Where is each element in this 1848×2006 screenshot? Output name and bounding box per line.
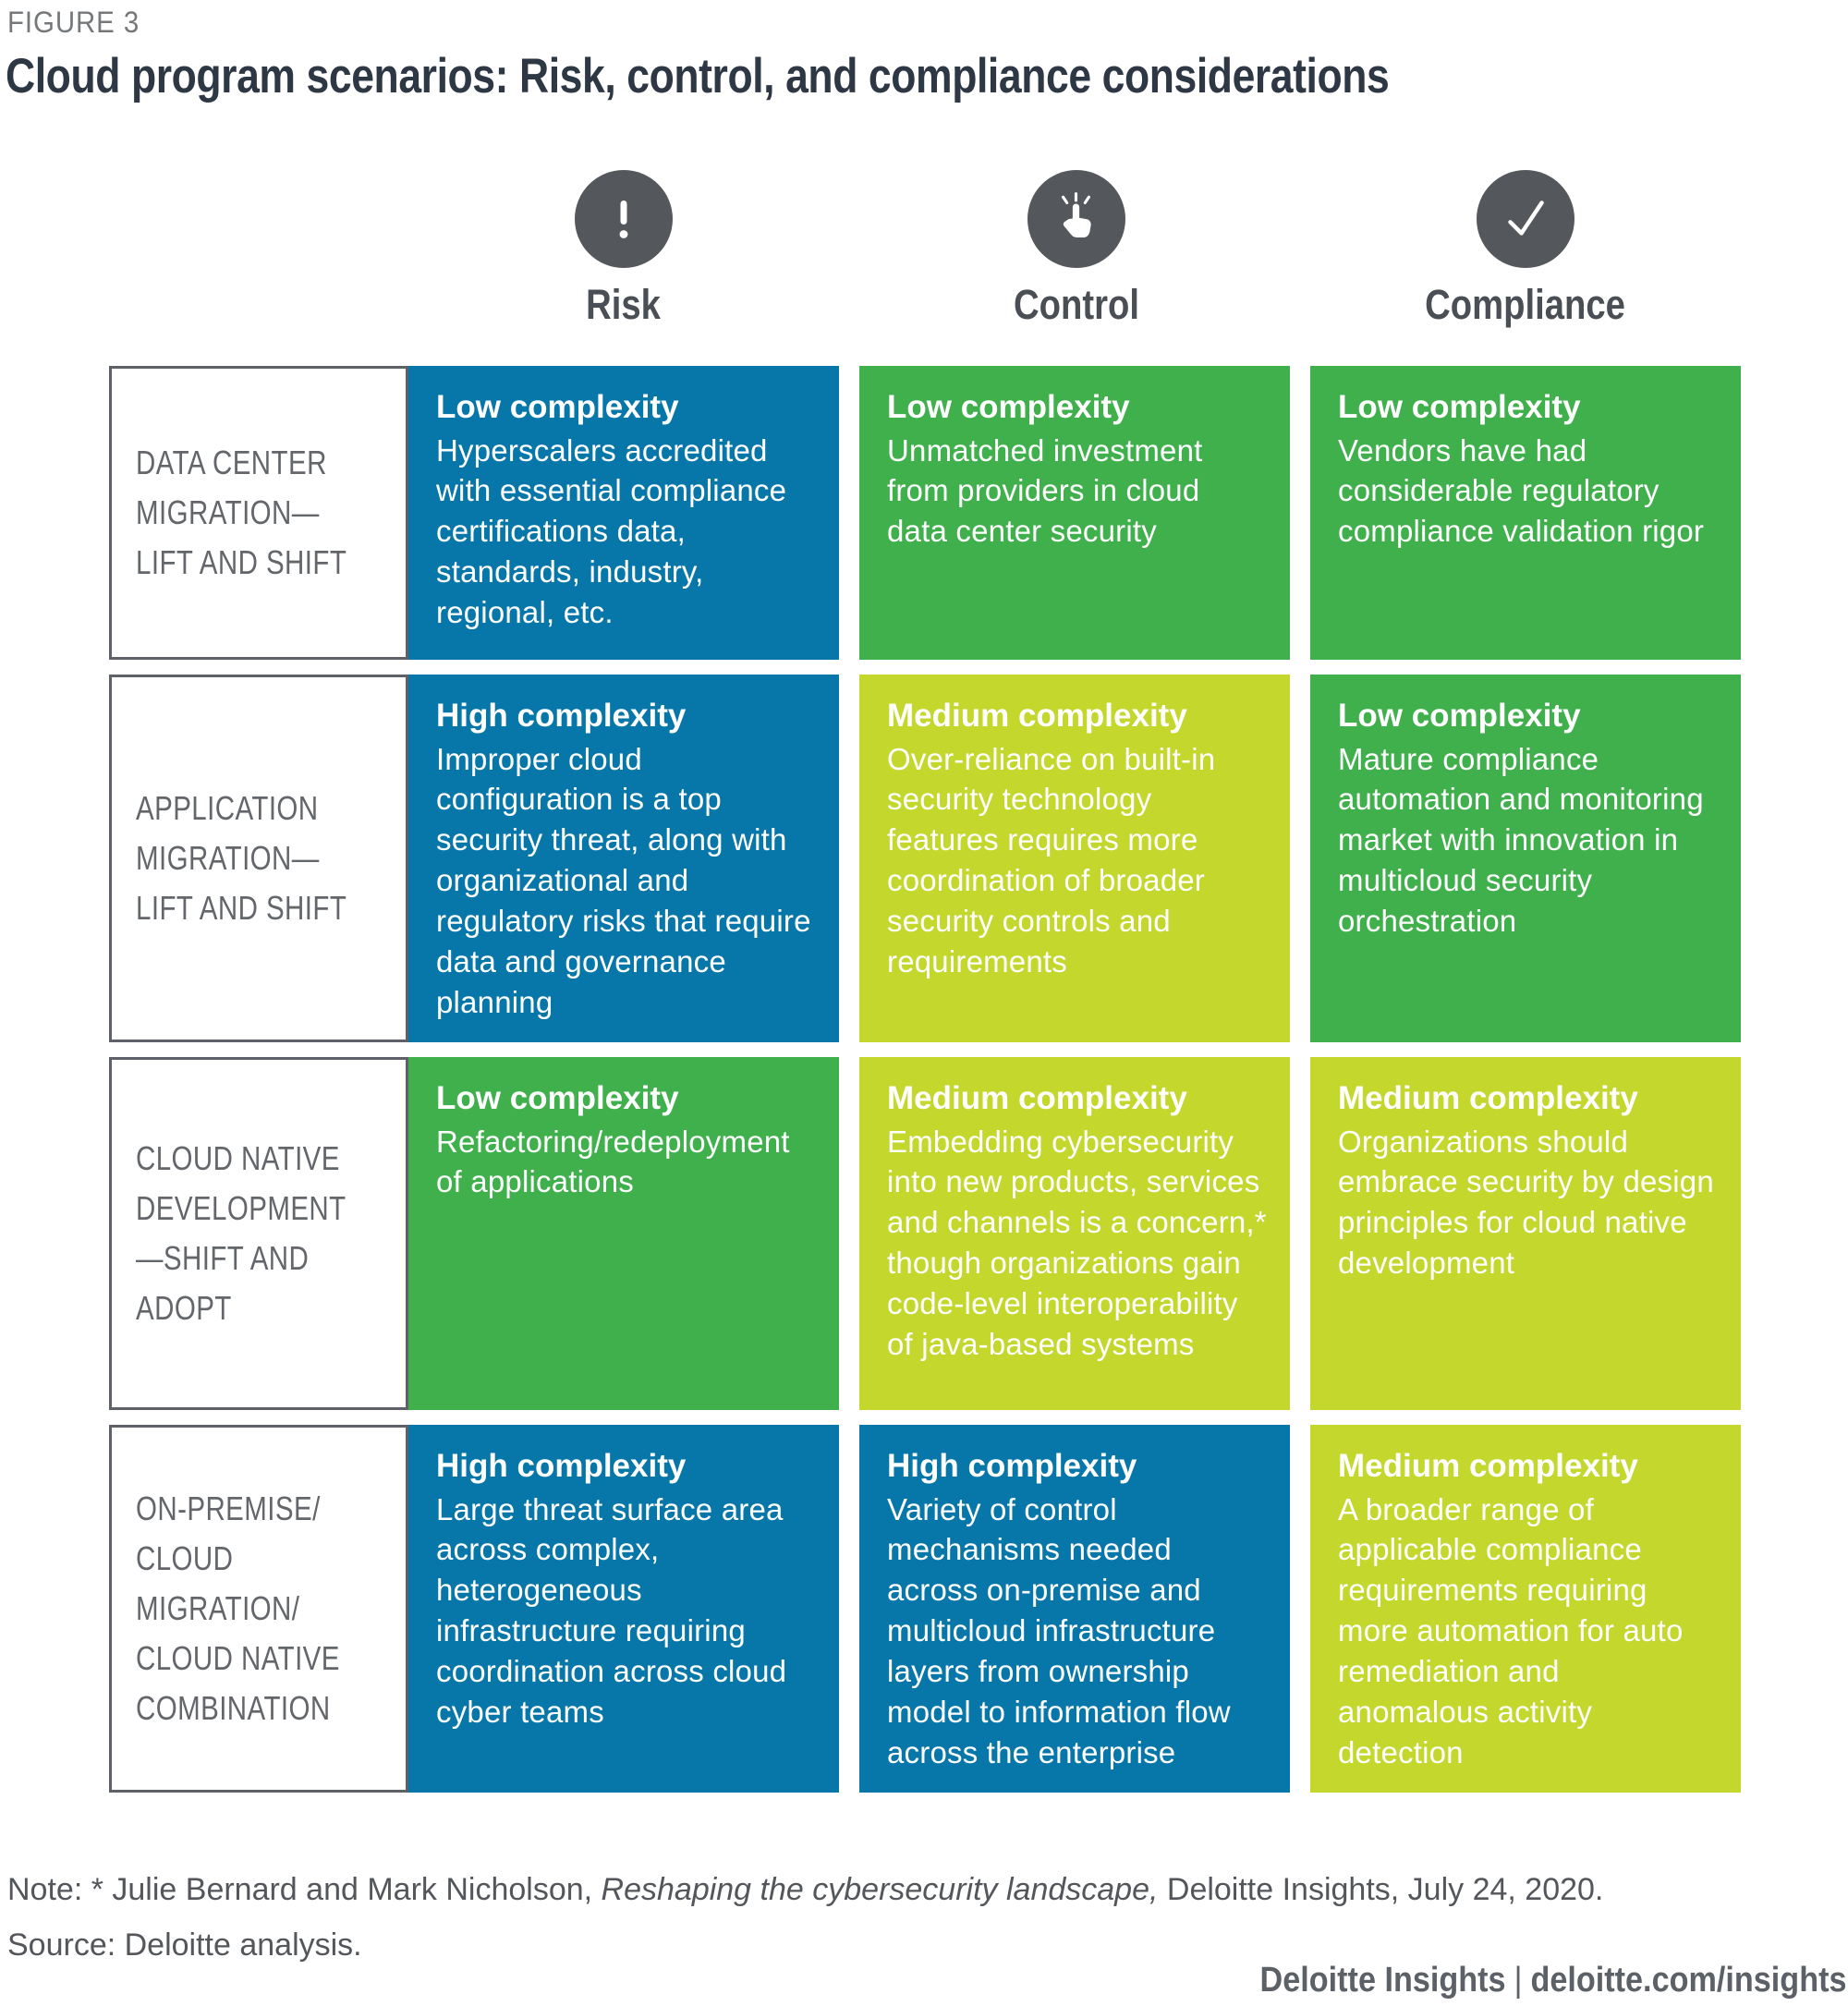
complexity-level: Low complexity	[436, 389, 679, 425]
cell-risk: High complexity Improper cloud configura…	[408, 675, 839, 1042]
figure-title: Cloud program scenarios: Risk, control, …	[6, 49, 1390, 103]
complexity-description: Refactoring/redeployment of applications	[436, 1124, 790, 1199]
tap-hand-icon	[1027, 170, 1125, 268]
cell-control: Low complexity Unmatched investment from…	[859, 366, 1290, 660]
complexity-description: Mature compliance automation and monitor…	[1338, 741, 1704, 939]
complexity-description: Improper cloud configuration is a top se…	[436, 741, 811, 1019]
column-header-compliance: Compliance	[1310, 170, 1741, 329]
figure-number: FIGURE 3	[7, 6, 140, 39]
cell-compliance: Medium complexity Organizations should e…	[1310, 1057, 1741, 1410]
brand-name: Deloitte Insights	[1259, 1961, 1506, 2000]
source-line: Source: Deloitte analysis.	[7, 1927, 362, 1963]
scenario-label: DATA CENTER MIGRATION—LIFT AND SHIFT	[109, 366, 408, 660]
cell-compliance: Low complexity Vendors have had consider…	[1310, 366, 1741, 660]
scenario-label-text: ON-PREMISE/ CLOUD MIGRATION/ CLOUD NATIV…	[136, 1489, 340, 1727]
scenario-label: APPLICATION MIGRATION—LIFT AND SHIFT	[109, 675, 408, 1042]
complexity-level: Medium complexity	[887, 1080, 1187, 1116]
scenario-label: ON-PREMISE/ CLOUD MIGRATION/ CLOUD NATIV…	[109, 1425, 408, 1793]
complexity-level: Low complexity	[436, 1080, 679, 1116]
complexity-description: Organizations should embrace security by…	[1338, 1124, 1714, 1281]
column-title-compliance: Compliance	[1425, 281, 1626, 328]
complexity-description: Over-reliance on built-in security techn…	[887, 741, 1216, 979]
scenario-label-text: CLOUD NATIVE DEVELOPMENT—SHIFT AND ADOPT	[136, 1139, 346, 1327]
complexity-description: Vendors have had considerable regulatory…	[1338, 432, 1705, 549]
scenario-label-text: APPLICATION MIGRATION—LIFT AND SHIFT	[136, 789, 347, 927]
cell-control: Medium complexity Embedding cybersecurit…	[859, 1057, 1290, 1410]
complexity-level: Low complexity	[887, 389, 1130, 425]
cell-compliance: Medium complexity A broader range of app…	[1310, 1425, 1741, 1793]
complexity-level: Medium complexity	[887, 698, 1187, 734]
complexity-level: Low complexity	[1338, 389, 1581, 425]
cell-risk: Low complexity Refactoring/redeployment …	[408, 1057, 839, 1410]
scenario-label-text: DATA CENTER MIGRATION—LIFT AND SHIFT	[136, 444, 347, 581]
complexity-description: Variety of control mechanisms needed acr…	[887, 1491, 1231, 1769]
complexity-level: High complexity	[887, 1448, 1137, 1484]
footnote-prefix: Note: * Julie Bernard and Mark Nicholson…	[7, 1872, 602, 1907]
complexity-level: High complexity	[436, 1448, 687, 1484]
column-title-risk: Risk	[586, 281, 662, 328]
complexity-level: Medium complexity	[1338, 1448, 1638, 1484]
deloitte-insights-credit: Deloitte Insights|deloitte.com/insights	[1259, 1961, 1846, 2000]
complexity-description: Embedding cybersecurity into new product…	[887, 1124, 1267, 1361]
scenario-label: CLOUD NATIVE DEVELOPMENT—SHIFT AND ADOPT	[109, 1057, 408, 1410]
cell-risk: Low complexity Hyperscalers accredited w…	[408, 366, 839, 660]
scenario-matrix: DATA CENTER MIGRATION—LIFT AND SHIFT Low…	[109, 366, 1741, 1793]
brand-url: deloitte.com/insights	[1529, 1961, 1846, 2000]
complexity-description: A broader range of applicable compliance…	[1338, 1491, 1684, 1769]
complexity-level: Low complexity	[1338, 698, 1581, 734]
cell-compliance: Low complexity Mature compliance automat…	[1310, 675, 1741, 1042]
footnote-citation-title: Reshaping the cybersecurity landscape,	[601, 1872, 1159, 1907]
cell-risk: High complexity Large threat surface are…	[408, 1425, 839, 1793]
footnote: Note: * Julie Bernard and Mark Nicholson…	[7, 1872, 1603, 1908]
complexity-description: Large threat surface area across complex…	[436, 1491, 787, 1729]
cell-control: Medium complexity Over-reliance on built…	[859, 675, 1290, 1042]
complexity-level: High complexity	[436, 698, 687, 734]
exclamation-icon	[575, 170, 673, 268]
cell-control: High complexity Variety of control mecha…	[859, 1425, 1290, 1793]
complexity-description: Unmatched investment from providers in c…	[887, 432, 1203, 549]
column-title-control: Control	[1014, 281, 1139, 328]
column-header-control: Control	[861, 170, 1292, 329]
complexity-description: Hyperscalers accredited with essential c…	[436, 432, 787, 630]
column-header-risk: Risk	[408, 170, 839, 329]
checkmark-icon	[1477, 170, 1574, 268]
brand-divider: |	[1514, 1961, 1522, 2000]
complexity-level: Medium complexity	[1338, 1080, 1638, 1116]
footnote-suffix: Deloitte Insights, July 24, 2020.	[1158, 1872, 1604, 1907]
